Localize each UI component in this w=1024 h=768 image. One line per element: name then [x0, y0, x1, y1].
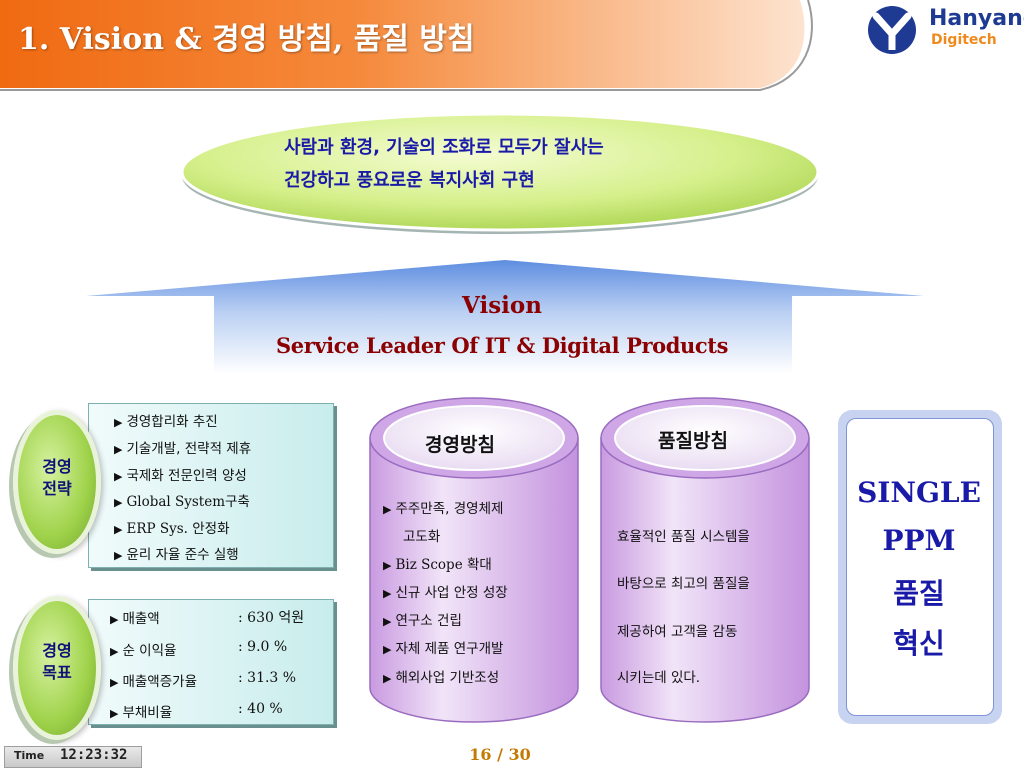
strategy-item: ▶윤리 자율 준수 실행 — [114, 547, 239, 563]
strategy-item: ▶기술개발, 전략적 제휴 — [114, 441, 252, 457]
quality-policy-cylinder — [600, 397, 810, 723]
ppm-line: 품질 — [893, 577, 945, 610]
triangle-bullet-icon: ▶ — [114, 549, 123, 562]
quality-policy-line: 효율적인 품질 시스템을 — [617, 529, 750, 545]
quality-policy-line: 시키는데 있다. — [617, 670, 701, 686]
strategy-badge — [13, 410, 101, 554]
triangle-bullet-icon: ▶ — [383, 643, 392, 656]
ppm-line: 혁신 — [893, 627, 945, 660]
strategy-item: ▶Global System구축 — [114, 494, 250, 510]
page-number: 16 / 30 — [469, 745, 531, 764]
management-policy-item: ▶주주만족, 경영체제 — [383, 501, 504, 517]
triangle-bullet-icon: ▶ — [383, 587, 392, 600]
vision-statement: Service Leader Of IT & Digital Products — [275, 333, 729, 358]
goals-badge-label: 경영 목표 — [42, 641, 72, 682]
triangle-bullet-icon: ▶ — [114, 523, 123, 536]
strategy-list-panel — [88, 403, 334, 568]
time-label: Time — [14, 749, 45, 762]
goal-row: ▶순 이익율: 9.0 % — [110, 639, 288, 659]
logo-text-digitech: Digitech — [931, 32, 997, 48]
management-policy-item: ▶해외사업 기반조성 — [383, 670, 500, 686]
ppm-panel — [846, 418, 994, 716]
goals-badge — [13, 596, 101, 740]
management-policy-title: 경영방침 — [425, 434, 495, 456]
ppm-line: SINGLE — [857, 476, 981, 509]
quality-policy-line: 제공하여 고객을 감동 — [617, 624, 738, 640]
page-title: 1. Vision & 경영 방침, 품질 방침 — [18, 22, 475, 57]
quality-policy-line: 바탕으로 최고의 품질을 — [617, 576, 750, 592]
vision-arrow-banner — [86, 260, 924, 374]
management-policy-item: ▶연구소 건립 — [383, 613, 462, 629]
management-policy-item: ▶Biz Scope 확대 — [383, 557, 492, 573]
ppm-line: PPM — [882, 524, 956, 557]
triangle-bullet-icon: ▶ — [383, 503, 392, 516]
logo-text-hanyang: Hanyang — [929, 6, 1024, 31]
slogan-line-2: 건강하고 풍요로운 복지사회 구현 — [284, 170, 535, 191]
triangle-bullet-icon: ▶ — [383, 615, 392, 628]
goal-row: ▶매출액증가율: 31.3 % — [110, 670, 297, 690]
triangle-bullet-icon: ▶ — [383, 559, 392, 572]
strategy-item: ▶ERP Sys. 안정화 — [114, 521, 230, 537]
management-policy-item: 고도화 — [403, 529, 441, 545]
goals-list-panel — [88, 599, 334, 725]
management-policy-item: ▶신규 사업 안정 성장 — [383, 585, 508, 601]
triangle-bullet-icon: ▶ — [114, 443, 123, 456]
triangle-bullet-icon: ▶ — [110, 613, 119, 626]
triangle-bullet-icon: ▶ — [383, 672, 392, 685]
hanyang-logo-icon — [868, 6, 916, 54]
strategy-item: ▶경영합리화 추진 — [114, 414, 218, 430]
management-policy-cylinder — [369, 397, 579, 723]
triangle-bullet-icon: ▶ — [114, 416, 123, 429]
quality-policy-title: 품질방침 — [658, 430, 728, 452]
time-value: 12:23:32 — [60, 747, 128, 763]
goal-row: ▶매출액: 630 억원 — [110, 610, 305, 627]
strategy-badge-label: 경영 전략 — [42, 457, 72, 498]
header-band — [0, 0, 813, 91]
slogan-ellipse — [180, 112, 820, 234]
triangle-bullet-icon: ▶ — [110, 707, 119, 720]
management-policy-item: ▶자체 제품 연구개발 — [383, 641, 504, 657]
triangle-bullet-icon: ▶ — [114, 496, 123, 509]
goal-row: ▶부채비율: 40 % — [110, 701, 283, 721]
triangle-bullet-icon: ▶ — [110, 676, 119, 689]
slogan-line-1: 사람과 환경, 기술의 조화로 모두가 잘사는 — [284, 137, 604, 158]
triangle-bullet-icon: ▶ — [114, 470, 123, 483]
triangle-bullet-icon: ▶ — [110, 645, 119, 658]
strategy-item: ▶국제화 전문인력 양성 — [114, 468, 247, 484]
vision-label: Vision — [462, 292, 542, 319]
